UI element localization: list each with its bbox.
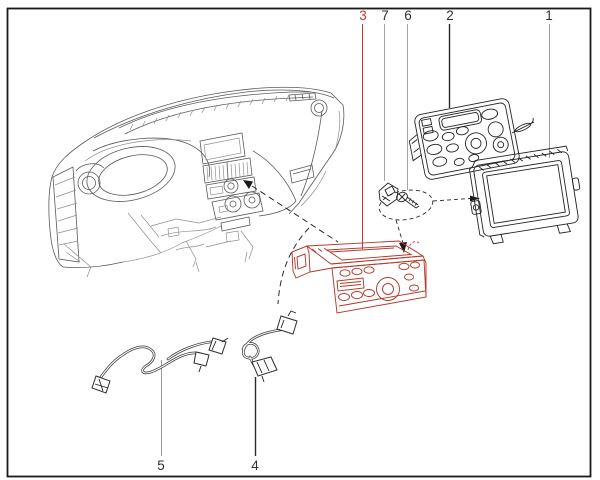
- dash-ellipse-fasteners: [378, 189, 434, 221]
- harness-connector: [208, 337, 227, 355]
- panel-knob: [465, 132, 487, 155]
- dash-leader-dashboard-to-radio: [251, 185, 339, 243]
- install-guides: [243, 180, 480, 305]
- display-unit: [468, 145, 581, 245]
- under-dash-structure: [63, 212, 254, 278]
- dash-leader-to-display: [432, 198, 471, 202]
- callout-1: 1: [545, 8, 553, 23]
- arrowhead-into-dash: [243, 180, 253, 189]
- harness-connector: [193, 351, 210, 373]
- display-right-tab: [571, 177, 581, 191]
- left-end-panel: [52, 166, 80, 263]
- arrowhead-at-display-tab: [470, 195, 480, 202]
- wiring-harness-main: [91, 337, 229, 394]
- wiring-harness-loop: [241, 310, 298, 383]
- radio-head-unit-highlighted: [291, 240, 427, 314]
- center-stack: [199, 132, 264, 232]
- callout-6: 6: [404, 8, 412, 23]
- callout-leader-lines: [161, 24, 550, 456]
- dash-leader-to-radio-top: [395, 219, 404, 244]
- left-vent: [75, 163, 105, 195]
- display-left-tab: [470, 200, 482, 215]
- callout-4: 4: [251, 458, 259, 473]
- dash-arc-around-radio: [277, 227, 310, 305]
- display-foot-left: [489, 234, 504, 245]
- volume-knob: [376, 277, 400, 301]
- instrument-cluster: [84, 137, 211, 202]
- display-foot-right: [556, 223, 572, 234]
- callout-3: 3: [359, 8, 367, 23]
- glovebox-area: [252, 99, 341, 217]
- antenna-key: [511, 117, 535, 134]
- harness-connector: [251, 356, 278, 377]
- callout-7: 7: [381, 8, 389, 23]
- defroster-hatch: [129, 94, 290, 131]
- callout-2: 2: [446, 8, 454, 23]
- harness-connector: [276, 315, 298, 335]
- retaining-clip: [378, 182, 399, 207]
- diagram-border: [6, 7, 592, 478]
- dashboard-illustration: [48, 86, 345, 278]
- red-guide-curl: [407, 241, 421, 251]
- control-panel-unit: [408, 98, 535, 180]
- callout-5: 5: [157, 458, 165, 473]
- mounting-screw: [396, 191, 420, 209]
